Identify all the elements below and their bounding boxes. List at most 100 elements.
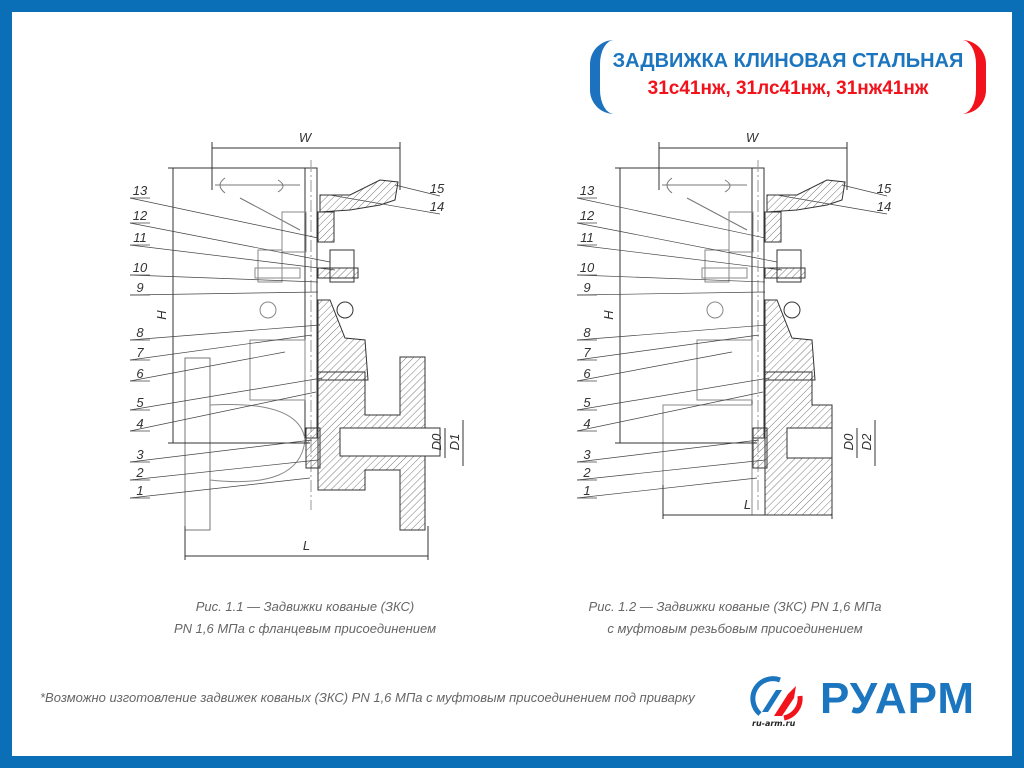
callout-number: 3 [136, 447, 144, 462]
callout-number: 13 [133, 183, 148, 198]
callout-number: 7 [583, 345, 591, 360]
callout-number: 13 [580, 183, 595, 198]
handwheel-left [662, 177, 748, 231]
caption-line: PN 1,6 МПа с фланцевым присоединением [174, 621, 436, 636]
sheet [12, 12, 1012, 756]
body-outline [662, 404, 753, 516]
title-arc-right [962, 40, 986, 114]
dim-d0-label: D0 [841, 433, 856, 450]
yoke [281, 211, 307, 253]
bolt-left [257, 249, 283, 283]
callout-leader [394, 184, 441, 197]
caption-figure-2: Рис. 1.2 — Задвижки кованые (ЗКС) PN 1,6… [560, 596, 910, 640]
callout-leader [576, 324, 768, 341]
gland-flange-left [254, 267, 301, 279]
callout-leader [576, 377, 770, 411]
eyebolt-left [259, 301, 277, 319]
callout-leader [129, 324, 321, 341]
dim-w-label: W [746, 130, 760, 145]
bore [786, 427, 833, 459]
logo-url: ru-arm.ru [752, 719, 796, 728]
yoke [728, 211, 754, 253]
callout-number: 9 [583, 280, 590, 295]
bonnet-section [317, 299, 369, 381]
callout-leader [129, 477, 311, 499]
callout-number: 14 [430, 199, 444, 214]
callout-leader [129, 439, 313, 463]
footnote: *Возможно изготовление задвижек кованых … [40, 690, 695, 705]
callout-leader [129, 391, 317, 432]
eyebolt-right [783, 301, 801, 319]
bonnet-section [764, 299, 816, 381]
callout-leader [576, 334, 760, 361]
dim-w-label: W [299, 130, 313, 145]
caption-figure-1: Рис. 1.1 — Задвижки кованые (ЗКС) PN 1,6… [150, 596, 460, 640]
handwheel-right [319, 179, 399, 213]
callout-number: 7 [136, 345, 144, 360]
dim-h-label: H [154, 310, 169, 320]
callout-number: 5 [136, 395, 144, 410]
logo-text: РУАРМ [820, 674, 976, 723]
callout-number: 11 [580, 230, 594, 245]
callout-leader [129, 244, 336, 271]
callout-number: 1 [136, 483, 143, 498]
callout-leader [576, 459, 766, 481]
callout-leader [129, 291, 319, 296]
callout-number: 12 [133, 208, 148, 223]
ruarm-logo: ru-arm.ru РУАРМ [748, 674, 988, 736]
callout-leader [576, 291, 766, 296]
callout-number: 8 [136, 325, 144, 340]
callout-leader [776, 194, 888, 215]
callout-number: 12 [580, 208, 595, 223]
handwheel-right [766, 179, 846, 213]
gland-flange-right [764, 267, 806, 279]
callout-leader [129, 222, 331, 263]
dim-l-label: L [303, 538, 310, 553]
dim-d0-label: D0 [429, 433, 444, 450]
yoke-nut [764, 211, 782, 243]
callout-leader [129, 377, 323, 411]
eyebolt-left [706, 301, 724, 319]
bonnet-outline [696, 339, 753, 401]
title-models: 31с41нж, 31лс41нж, 31нж41нж [647, 78, 929, 99]
callout-leader [576, 391, 764, 432]
callout-number: 2 [582, 465, 591, 480]
callout-number: 6 [583, 366, 591, 381]
yoke-nut [317, 211, 335, 243]
handwheel-left [215, 177, 301, 231]
callout-number: 11 [133, 230, 147, 245]
callout-leader [841, 184, 888, 197]
callout-number: 10 [580, 260, 595, 275]
callout-number: 15 [430, 181, 445, 196]
callout-number: 9 [136, 280, 143, 295]
bolt-left [704, 249, 730, 283]
dim-d1-label: D2 [859, 433, 874, 450]
dim-h-label: H [601, 310, 616, 320]
callout-number: 15 [877, 181, 892, 196]
dim-d1-label: D1 [447, 434, 462, 451]
callout-leader [329, 194, 441, 215]
eyebolt-right [336, 301, 354, 319]
callout-leader [129, 197, 319, 239]
callout-number: 4 [136, 416, 143, 431]
callout-number: 5 [583, 395, 591, 410]
bore [339, 427, 441, 457]
callout-leader [576, 477, 758, 499]
callout-leader [576, 274, 766, 283]
title-box: ЗАДВИЖКА КЛИНОВАЯ СТАЛЬНАЯ 31с41нж, 31лс… [590, 40, 986, 114]
title-arc-left [590, 40, 614, 114]
callout-number: 14 [877, 199, 891, 214]
title-main: ЗАДВИЖКА КЛИНОВАЯ СТАЛЬНАЯ [612, 50, 964, 72]
callout-leader [576, 351, 733, 382]
caption-line: с муфтовым резьбовым присоединением [607, 621, 863, 636]
gland-flange-right [317, 267, 359, 279]
logo-mark-icon [750, 676, 803, 721]
bonnet-outline [249, 339, 306, 401]
flange-left [184, 357, 211, 531]
callout-number: 4 [583, 416, 590, 431]
callout-leader [576, 244, 783, 271]
callout-number: 10 [133, 260, 148, 275]
